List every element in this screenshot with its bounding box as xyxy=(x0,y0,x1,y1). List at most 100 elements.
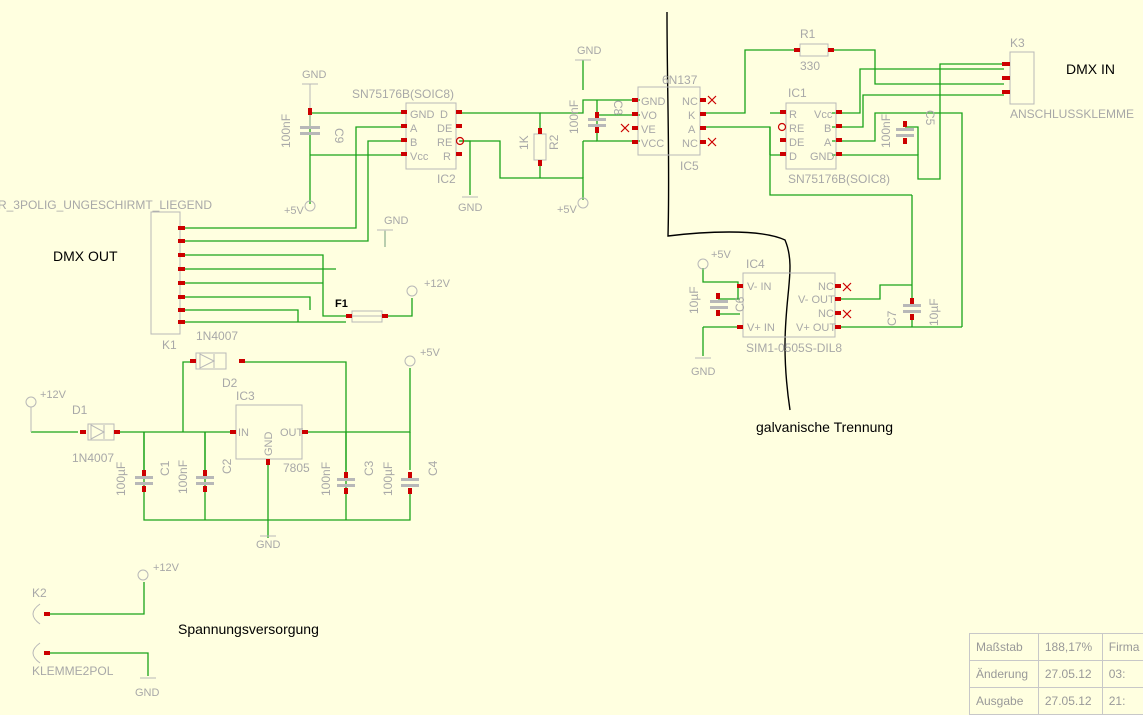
capacitor-c1[interactable]: 100µF C1 xyxy=(114,460,172,496)
f1-name: F1 xyxy=(335,298,348,310)
diode-d1[interactable]: D1 1N4007 xyxy=(72,403,120,465)
ic4-name: IC4 xyxy=(746,257,765,271)
ic5-pin-nc2: NC xyxy=(682,138,698,150)
issue-date: 27.05.12 xyxy=(1038,688,1102,715)
ic2-value: SN75176B(SOIC8) xyxy=(352,87,454,101)
ic4-value: SIM1-0505S-DIL8 xyxy=(746,341,842,355)
ic4-dc-dc-converter[interactable]: V- IN V+ IN NC V- OUT NC V+ OUT IC4 SIM1… xyxy=(737,257,851,355)
ic1-name: IC1 xyxy=(788,86,807,100)
diode-d2[interactable]: 1N4007 D2 xyxy=(190,329,245,390)
plus5v-label: +5V xyxy=(557,204,578,216)
ic1-pin-vcc: Vcc xyxy=(814,109,833,121)
title-block-row: Ausgabe 27.05.12 21: xyxy=(970,688,1143,715)
ic1-pin-re: RE xyxy=(789,123,804,135)
connector-k2-power[interactable]: K2 KLEMME2POL xyxy=(32,586,114,678)
ic2-pin-gnd: GND xyxy=(410,109,435,121)
ic4-pin-nc1: NC xyxy=(818,281,834,293)
ic3-pin-in: IN xyxy=(238,427,249,439)
ic5-name: IC5 xyxy=(680,159,699,173)
plus5v-label: +5V xyxy=(284,205,305,217)
change-time: 03: xyxy=(1102,661,1143,688)
r2-value: 1K xyxy=(517,135,531,150)
k1-name: K1 xyxy=(162,338,177,352)
k3-value: ANSCHLUSSKLEMME xyxy=(1010,107,1134,121)
ic4-pin-vminus-out: V- OUT xyxy=(798,294,835,306)
c3-name: C3 xyxy=(362,460,376,476)
ic3-name: IC3 xyxy=(236,389,255,403)
connector-k1-dmx-out[interactable]: XLR_3POLIG_UNGESCHIRMT_LIEGEND K1 xyxy=(0,198,212,352)
gnd-label: GND xyxy=(577,45,602,57)
c7-value: 10µF xyxy=(927,298,941,326)
ic4-pin-vminus-in: V- IN xyxy=(747,281,772,293)
k2-value: KLEMME2POL xyxy=(32,664,114,678)
ic1-value: SN75176B(SOIC8) xyxy=(788,172,890,186)
issue-label: Ausgabe xyxy=(970,688,1039,715)
ic1-rs485-transceiver[interactable]: R RE DE D Vcc B A GND IC1 SN75176B(SOIC8… xyxy=(779,86,891,186)
ic4-pin-vplus-in: V+ IN xyxy=(747,322,775,334)
gnd-symbol-ic3: GND xyxy=(256,536,281,551)
capacitor-c7[interactable]: C7 10µF xyxy=(885,298,941,326)
ic4-pin-vplus-out: V+ OUT xyxy=(796,322,836,334)
c9-name: C9 xyxy=(332,128,346,144)
isolation-label: galvanische Trennung xyxy=(756,419,893,435)
ic2-pin-a: A xyxy=(410,123,418,135)
ic5-pin-a: A xyxy=(688,124,696,136)
ic2-rs485-transceiver[interactable]: GND A B Vcc D DE RE R SN75176B(SOIC8) IC… xyxy=(352,87,464,186)
c3-value: 100nF xyxy=(319,462,333,496)
gnd-label: GND xyxy=(691,366,716,378)
k2-name: K2 xyxy=(32,586,47,600)
ic2-pin-re: RE xyxy=(437,137,452,149)
c6-value: 10µF xyxy=(687,286,701,314)
connector-k3-dmx-in[interactable]: K3 ANSCHLUSSKLEMME xyxy=(1002,36,1134,121)
capacitor-c9[interactable]: 100nF C9 xyxy=(279,90,346,148)
plus12v-label: +12V xyxy=(424,278,451,290)
ic5-pin-k: K xyxy=(688,110,696,122)
d1-name: D1 xyxy=(72,403,88,417)
c8-name: C8 xyxy=(611,100,625,116)
issue-time: 21: xyxy=(1102,688,1143,715)
fuse-f1[interactable]: F1 xyxy=(335,298,388,322)
gnd-symbol-ic2: GND xyxy=(458,197,483,214)
d1-value: 1N4007 xyxy=(72,451,114,465)
gnd-symbol-k1: GND xyxy=(377,215,409,247)
ic2-pin-de: DE xyxy=(437,123,452,135)
ic1-pin-r: R xyxy=(789,109,797,121)
d2-value: 1N4007 xyxy=(196,329,238,343)
resistor-r1[interactable]: R1 330 xyxy=(794,27,834,73)
dmx-in-label: DMX IN xyxy=(1066,61,1115,77)
company-label: Firma xyxy=(1102,634,1143,661)
ic3-voltage-regulator[interactable]: IN GND OUT IC3 7805 xyxy=(230,389,310,475)
c1-name: C1 xyxy=(158,460,172,476)
plus5v-symbol-ic4: +5V xyxy=(698,249,732,269)
plus12v-symbol-f1: +12V xyxy=(407,278,451,296)
c5-name: C5 xyxy=(923,110,937,126)
k1-value: XLR_3POLIG_UNGESCHIRMT_LIEGEND xyxy=(0,198,212,212)
resistor-r2[interactable]: 1K R2 xyxy=(517,128,561,166)
plus12v-label: +12V xyxy=(40,389,67,401)
title-block-row: Maßstab 188,17% Firma xyxy=(970,634,1143,661)
d2-name: D2 xyxy=(222,376,238,390)
r1-name: R1 xyxy=(800,27,816,41)
c7-name: C7 xyxy=(885,310,899,326)
gnd-symbol-c9: GND xyxy=(302,69,327,90)
ic5-pin-gnd: GND xyxy=(641,96,666,108)
plus5v-symbol-r2: +5V xyxy=(557,198,588,216)
capacitor-c3[interactable]: 100nF C3 xyxy=(319,460,376,496)
plus5v-symbol-ic3: +5V xyxy=(405,347,441,366)
c4-value: 100µF xyxy=(381,462,395,496)
ic3-pin-out: OUT xyxy=(280,427,304,439)
capacitor-c5[interactable]: 100nF C5 xyxy=(879,110,937,148)
change-label: Änderung xyxy=(970,661,1039,688)
c8-value: 100nF xyxy=(567,100,581,134)
dmx-out-label: DMX OUT xyxy=(53,248,118,264)
c4-name: C4 xyxy=(426,460,440,476)
ic1-pin-gnd: GND xyxy=(810,151,835,163)
r1-value: 330 xyxy=(800,59,820,73)
plus12v-label: +12V xyxy=(153,562,180,574)
ic3-pin-gnd: GND xyxy=(263,432,275,457)
capacitor-c8[interactable]: 100nF C8 xyxy=(567,100,625,134)
ic5-pin-vcc: VCC xyxy=(641,138,664,150)
change-date: 27.05.12 xyxy=(1038,661,1102,688)
title-block-row: Änderung 27.05.12 03: xyxy=(970,661,1143,688)
